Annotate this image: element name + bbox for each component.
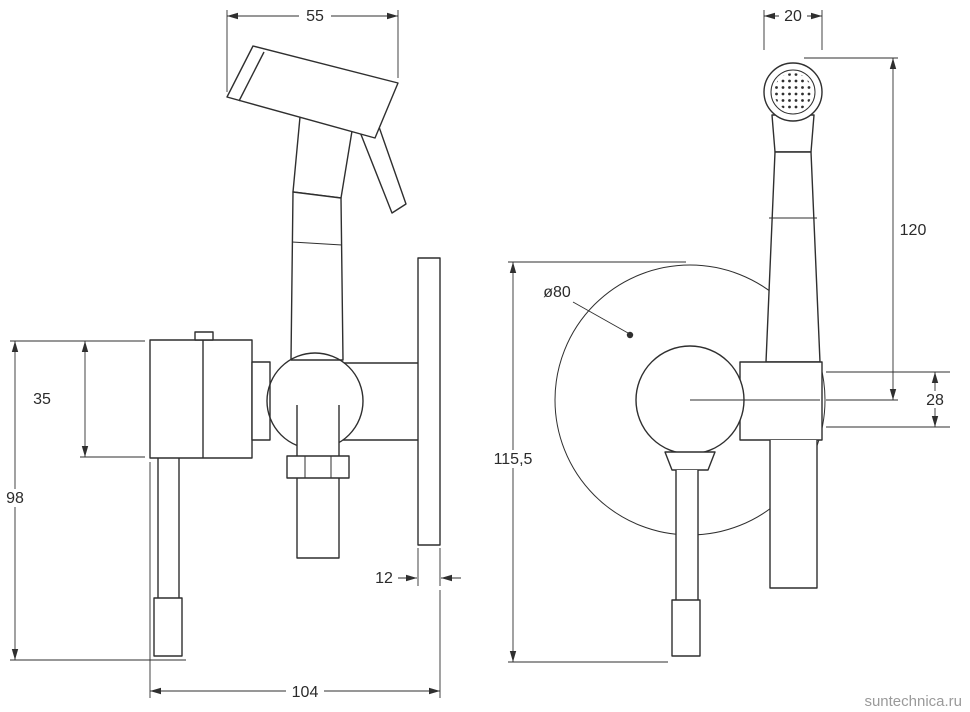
hose-connector xyxy=(664,451,716,471)
dim-flange-diameter: ø80 xyxy=(543,284,634,339)
dim-115-5-label: 115,5 xyxy=(494,451,533,468)
side-view: 55 35 98 12 xyxy=(2,7,461,701)
shower-hose-front xyxy=(769,440,818,589)
dim-upper-height: 35 xyxy=(33,340,145,458)
dim-55-label: 55 xyxy=(306,8,324,25)
nozzle-dots xyxy=(774,73,812,111)
hose-end-fitting xyxy=(153,597,183,657)
shower-hose xyxy=(296,405,340,559)
dim-104-label: 104 xyxy=(292,684,319,701)
handle-column xyxy=(290,191,344,361)
dim-outlet-offset: 28 xyxy=(826,371,950,428)
dim-98-label: 98 xyxy=(6,490,24,507)
trigger-lever xyxy=(359,123,407,214)
dim-120-label: 120 xyxy=(900,222,927,239)
mixer-body xyxy=(149,339,253,459)
dim-head-width-side: 55 xyxy=(226,7,399,92)
dim-28-label: 28 xyxy=(926,392,944,409)
dim-head-to-axis: 120 xyxy=(804,57,927,401)
dim-12-label: 12 xyxy=(375,570,393,587)
outlet-body xyxy=(739,361,823,441)
handle-column-front xyxy=(765,151,821,363)
dim-20-label: 20 xyxy=(784,8,802,25)
dim-35-label: 35 xyxy=(33,391,51,408)
dim-overall-width: 104 xyxy=(149,462,441,701)
dim-plate-thickness: 12 xyxy=(375,548,461,587)
dim-overall-height: 115,5 xyxy=(485,261,686,663)
watermark-text: suntechnica.ru xyxy=(864,693,962,710)
wall-plate xyxy=(417,257,441,546)
hose-nut xyxy=(286,455,350,479)
dim-d80-label: ø80 xyxy=(543,284,571,301)
dim-total-height-side: 98 xyxy=(2,340,186,661)
front-view: 20 120 28 ø80 115,5 xyxy=(485,7,950,663)
sprayer-head xyxy=(226,45,399,139)
hose-end-fitting-front xyxy=(671,599,701,657)
dim-head-width-front: 20 xyxy=(763,7,823,50)
